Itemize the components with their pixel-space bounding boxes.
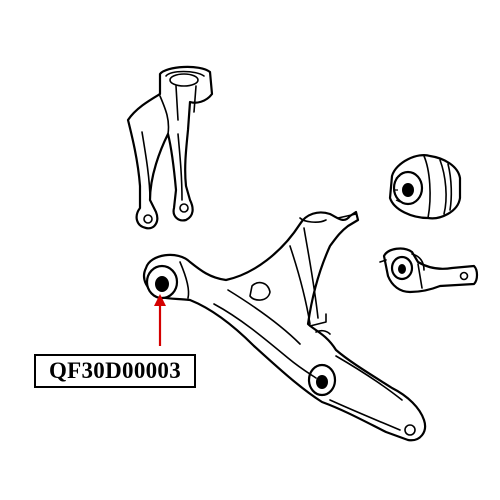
part-number-label: QF30D00003	[34, 354, 196, 388]
mounting-bracket	[379, 247, 479, 294]
lower-control-arm	[142, 210, 427, 442]
pointer-arrow	[154, 294, 166, 346]
steering-knuckle	[126, 65, 214, 230]
bushing	[388, 154, 462, 220]
